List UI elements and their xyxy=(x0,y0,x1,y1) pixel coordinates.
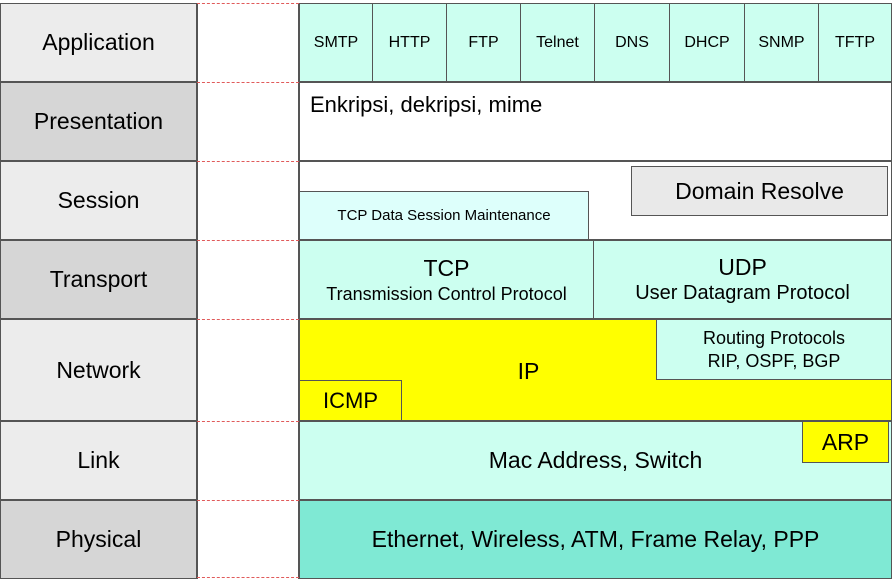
tcp-box: TCP Transmission Control Protocol xyxy=(299,240,594,319)
layer-label: Session xyxy=(57,187,140,213)
arp-label: ARP xyxy=(821,428,870,455)
protocol-label: DHCP xyxy=(684,33,730,51)
arp-box: ARP xyxy=(802,421,889,463)
layer-label: Link xyxy=(77,447,120,473)
protocol-ftp: FTP xyxy=(446,3,521,82)
dashed-divider xyxy=(197,421,299,422)
dashed-divider xyxy=(197,577,299,578)
protocol-label: Telnet xyxy=(536,33,579,51)
ip-label-wrap: IP xyxy=(299,358,892,385)
tcp-subtitle: Transmission Control Protocol xyxy=(326,283,567,304)
protocol-telnet: Telnet xyxy=(520,3,595,82)
layer-label: Physical xyxy=(55,526,142,552)
protocol-label: TFTP xyxy=(835,33,875,51)
tcp-session-label: TCP Data Session Maintenance xyxy=(337,207,551,224)
dashed-divider xyxy=(197,500,299,501)
icmp-label: ICMP xyxy=(323,387,378,413)
layer-physical: Physical xyxy=(0,500,197,579)
ip-label: IP xyxy=(517,358,540,384)
tcp-session-box: TCP Data Session Maintenance xyxy=(299,191,589,240)
dashed-divider xyxy=(197,161,299,162)
udp-subtitle: User Datagram Protocol xyxy=(635,282,850,305)
protocol-smtp: SMTP xyxy=(299,3,373,82)
layer-link: Link xyxy=(0,421,197,500)
physical-text: Ethernet, Wireless, ATM, Frame Relay, PP… xyxy=(371,526,820,552)
routing-title: Routing Protocols xyxy=(702,328,846,348)
protocol-label: SMTP xyxy=(313,33,359,51)
spacer-column xyxy=(197,3,299,579)
protocol-dns: DNS xyxy=(594,3,670,82)
link-box: Mac Address, Switch xyxy=(299,421,892,500)
layer-label: Presentation xyxy=(33,108,164,134)
protocol-tftp: TFTP xyxy=(818,3,892,82)
presentation-box: Enkripsi, dekripsi, mime xyxy=(299,82,892,161)
layer-label: Transport xyxy=(49,266,148,292)
protocol-dhcp: DHCP xyxy=(669,3,745,82)
protocol-http: HTTP xyxy=(372,3,447,82)
dashed-divider xyxy=(197,319,299,320)
layer-label: Network xyxy=(56,356,141,383)
domain-resolve-box: Domain Resolve xyxy=(631,166,888,216)
udp-title: UDP xyxy=(718,253,767,280)
presentation-text: Enkripsi, dekripsi, mime xyxy=(310,92,543,117)
physical-box: Ethernet, Wireless, ATM, Frame Relay, PP… xyxy=(299,500,892,579)
dashed-divider xyxy=(197,240,299,241)
tcp-title: TCP xyxy=(423,254,470,281)
layer-label: Application xyxy=(42,29,155,55)
protocol-label: SNMP xyxy=(758,33,805,51)
layer-presentation: Presentation xyxy=(0,82,197,161)
protocol-label: HTTP xyxy=(388,33,431,51)
icmp-box: ICMP xyxy=(299,380,402,421)
routing-subtitle: RIP, OSPF, BGP xyxy=(707,350,841,371)
layer-network: Network xyxy=(0,319,197,421)
udp-box: UDP User Datagram Protocol xyxy=(593,240,892,319)
dashed-divider xyxy=(197,82,299,83)
routing-protocols-box: Routing Protocols RIP, OSPF, BGP xyxy=(656,319,892,380)
protocol-label: FTP xyxy=(468,33,499,51)
domain-resolve-label: Domain Resolve xyxy=(675,177,844,204)
dashed-divider xyxy=(197,3,299,4)
layer-transport: Transport xyxy=(0,240,197,319)
protocol-snmp: SNMP xyxy=(744,3,819,82)
layer-session: Session xyxy=(0,161,197,240)
protocol-label: DNS xyxy=(615,33,649,51)
link-text: Mac Address, Switch xyxy=(488,447,703,473)
layer-application: Application xyxy=(0,3,197,82)
